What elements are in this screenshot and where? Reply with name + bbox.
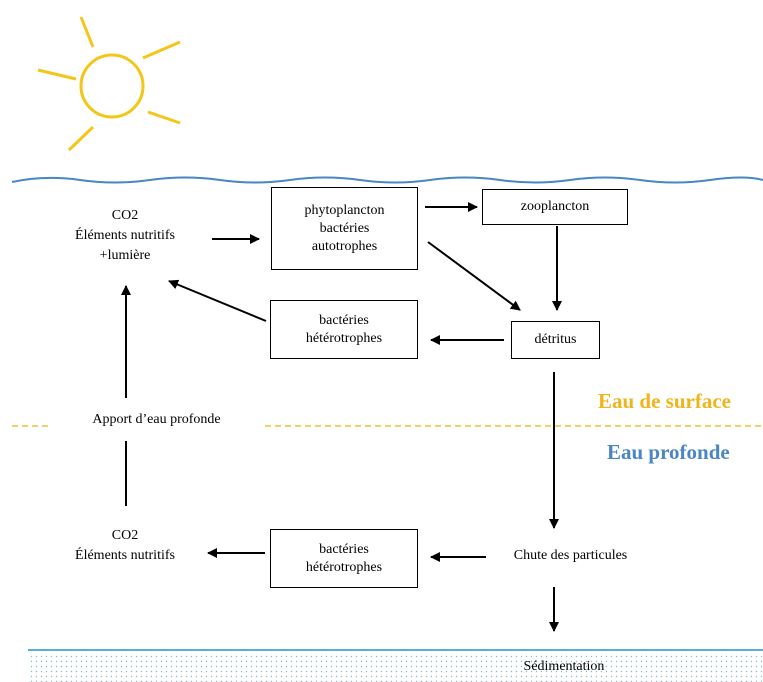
particle-fall-label: Chute des particules [513,548,628,563]
light-label: +lumière [99,248,151,263]
water-surface-line [11,176,763,184]
co2-label: CO2 [111,208,139,223]
bacteria-bottom-label: bactéries [319,541,369,557]
deep-water-input-label: Apport d’eau profonde [92,412,221,427]
arrow-phyto-to-detritus [427,241,521,311]
surface-water-label: Eau de surface [598,389,731,413]
bacteria-top-label: bactéries [319,312,369,328]
zooplankton-label: zooplancton [520,199,590,214]
heterotrophs-top-label: hétérotrophes [305,330,383,346]
zooplankton-box: zooplancton [482,189,628,225]
nutrients-label: Éléments nutritifs [75,228,175,243]
co2-bottom-label: CO2 [111,528,139,543]
heterotrophic-bacteria-box-bottom: bactéries hétérotrophes [270,529,418,588]
deep-water-label: Eau profonde [607,440,730,464]
arrow-bacteria-to-co2 [168,279,267,322]
phyto-autotrophs-label: autotrophes [311,238,378,254]
sedimentation-label: Sédimentation [523,659,605,674]
detritus-box: détritus [511,321,600,359]
co2-nutrients-bottom-node: CO2 Éléments nutritifs [40,526,210,566]
phyto-label: phytoplancton [304,202,385,218]
phytoplankton-box: phytoplancton bactéries autotrophes [271,187,418,270]
phyto-bacteria-label: bactéries [319,220,370,236]
heterotrophic-bacteria-box-top: bactéries hétérotrophes [270,300,418,359]
heterotrophs-bottom-label: hétérotrophes [305,559,383,575]
detritus-label: détritus [534,332,577,347]
co2-nutrients-light-node: CO2 Éléments nutritifs +lumière [40,206,210,266]
nutrients-bottom-label: Éléments nutritifs [75,548,175,563]
sediment-layer [28,652,763,682]
sun-icon [37,16,181,152]
